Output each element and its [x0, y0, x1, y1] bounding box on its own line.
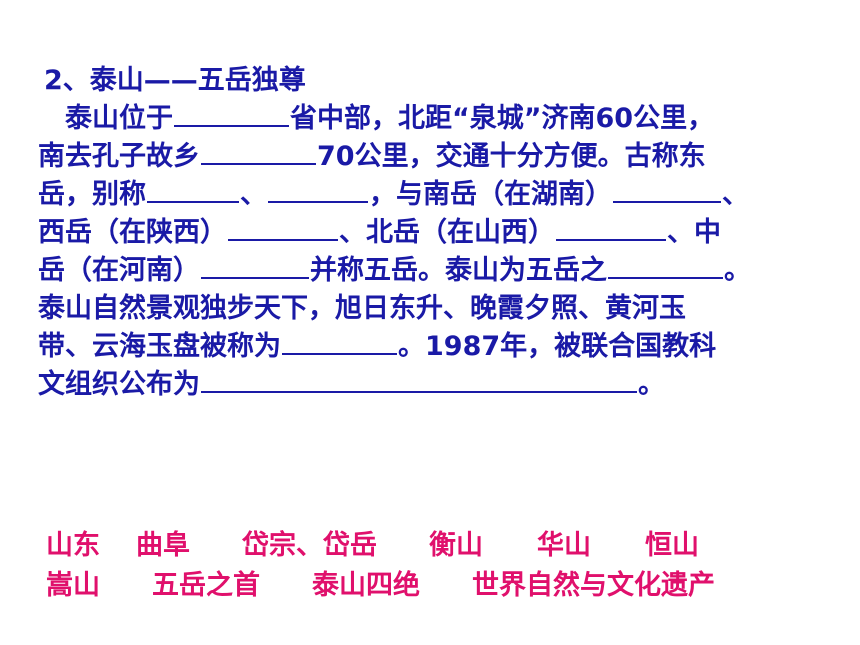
body-text-segment: 带、云海玉盘被称为	[38, 331, 281, 362]
fill-blank-south-mountain[interactable]	[613, 179, 721, 203]
body-text-segment: 、北岳（在山西）	[339, 217, 555, 248]
fill-blank-alias-1[interactable]	[147, 179, 239, 203]
fill-blank-rank[interactable]	[608, 255, 723, 279]
body-paragraph: 泰山位于 省中部，北距“泉城”济南60公里， 南去孔子故乡 70公里，交通十分方便。…	[38, 100, 858, 404]
body-text-segment: 南去孔子故乡	[38, 141, 200, 172]
answer-item: 嵩山	[46, 570, 100, 601]
body-line-8: 文组织公布为 。	[38, 366, 858, 404]
body-text-segment: 泰山自然景观独步天下，旭日东升、晚霞夕照、黄河玉	[38, 293, 686, 324]
body-text-segment: 文组织公布为	[38, 369, 200, 400]
answer-item: 山东	[46, 530, 100, 561]
body-text-segment: 泰山位于	[65, 103, 173, 134]
answer-item: 世界自然与文化遗产	[472, 570, 715, 601]
answer-item: 曲阜	[136, 530, 190, 561]
body-text-segment: 70公里，交通十分方便。古称东	[317, 141, 706, 172]
body-line-5: 岳（在河南） 并称五岳。泰山为五岳之 。	[38, 252, 858, 290]
fill-blank-four-wonders[interactable]	[282, 331, 397, 355]
body-text-segment: 。	[638, 369, 665, 400]
body-text-segment: 。	[724, 255, 751, 286]
body-line-7: 带、云海玉盘被称为 。1987年，被联合国教科	[38, 328, 858, 366]
answer-row-2: 嵩山 五岳之首 泰山四绝 世界自然与文化遗产	[46, 566, 715, 606]
answer-item: 五岳之首	[152, 570, 260, 601]
body-text-segment: 岳，别称	[38, 179, 146, 210]
body-text-segment: 、中	[667, 217, 721, 248]
fill-blank-heritage[interactable]	[201, 369, 637, 393]
body-text-segment: ，与南岳（在湖南）	[369, 179, 612, 210]
body-text-segment: 、	[240, 179, 267, 210]
body-line-3: 岳，别称 、 ，与南岳（在湖南） 、	[38, 176, 858, 214]
fill-blank-west-mountain[interactable]	[228, 217, 338, 241]
fill-blank-alias-2[interactable]	[268, 179, 368, 203]
fill-blank-hometown[interactable]	[201, 141, 316, 165]
fill-blank-province[interactable]	[174, 103, 289, 127]
answer-item: 恒山	[645, 530, 699, 561]
answer-item: 华山	[537, 530, 591, 561]
answer-row-1: 山东 曲阜 岱宗、岱岳 衡山 华山 恒山	[46, 526, 715, 566]
body-text-segment: 省中部，北距“泉城”济南60公里，	[290, 103, 715, 134]
answer-item: 岱宗、岱岳	[242, 530, 377, 561]
body-line-4: 西岳（在陕西） 、北岳（在山西） 、中	[38, 214, 858, 252]
body-text-segment: 岳（在河南）	[38, 255, 200, 286]
answer-bank: 山东 曲阜 岱宗、岱岳 衡山 华山 恒山 嵩山 五岳之首 泰山四绝 世界自然与文化遗产	[46, 526, 715, 606]
body-text-segment: 并称五岳。泰山为五岳之	[310, 255, 607, 286]
body-line-6: 泰山自然景观独步天下，旭日东升、晚霞夕照、黄河玉	[38, 290, 858, 328]
body-text-segment: 。1987年，被联合国教科	[398, 331, 717, 362]
answer-item: 泰山四绝	[312, 570, 420, 601]
body-line-1: 泰山位于 省中部，北距“泉城”济南60公里，	[38, 100, 858, 138]
body-text-segment: 、	[722, 179, 749, 210]
fill-blank-central-mountain[interactable]	[201, 255, 309, 279]
body-line-2: 南去孔子故乡 70公里，交通十分方便。古称东	[38, 138, 858, 176]
answer-item: 衡山	[429, 530, 483, 561]
fill-blank-north-mountain[interactable]	[556, 217, 666, 241]
body-text-segment: 西岳（在陕西）	[38, 217, 227, 248]
section-heading: 2、泰山——五岳独尊	[44, 65, 306, 96]
